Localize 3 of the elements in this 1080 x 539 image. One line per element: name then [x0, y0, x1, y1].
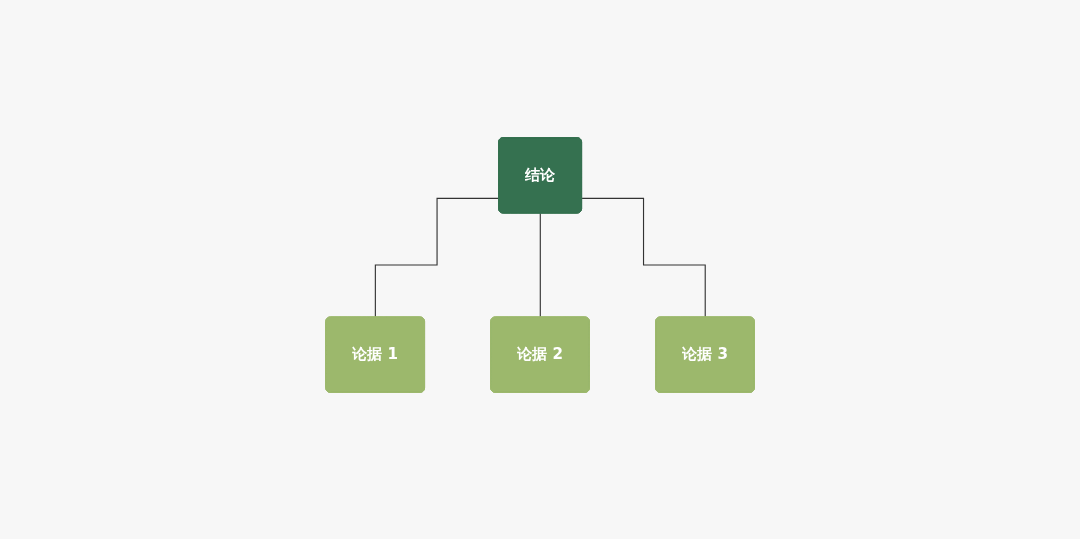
connector [374, 197, 500, 318]
connector [539, 213, 542, 318]
connector [581, 197, 706, 318]
